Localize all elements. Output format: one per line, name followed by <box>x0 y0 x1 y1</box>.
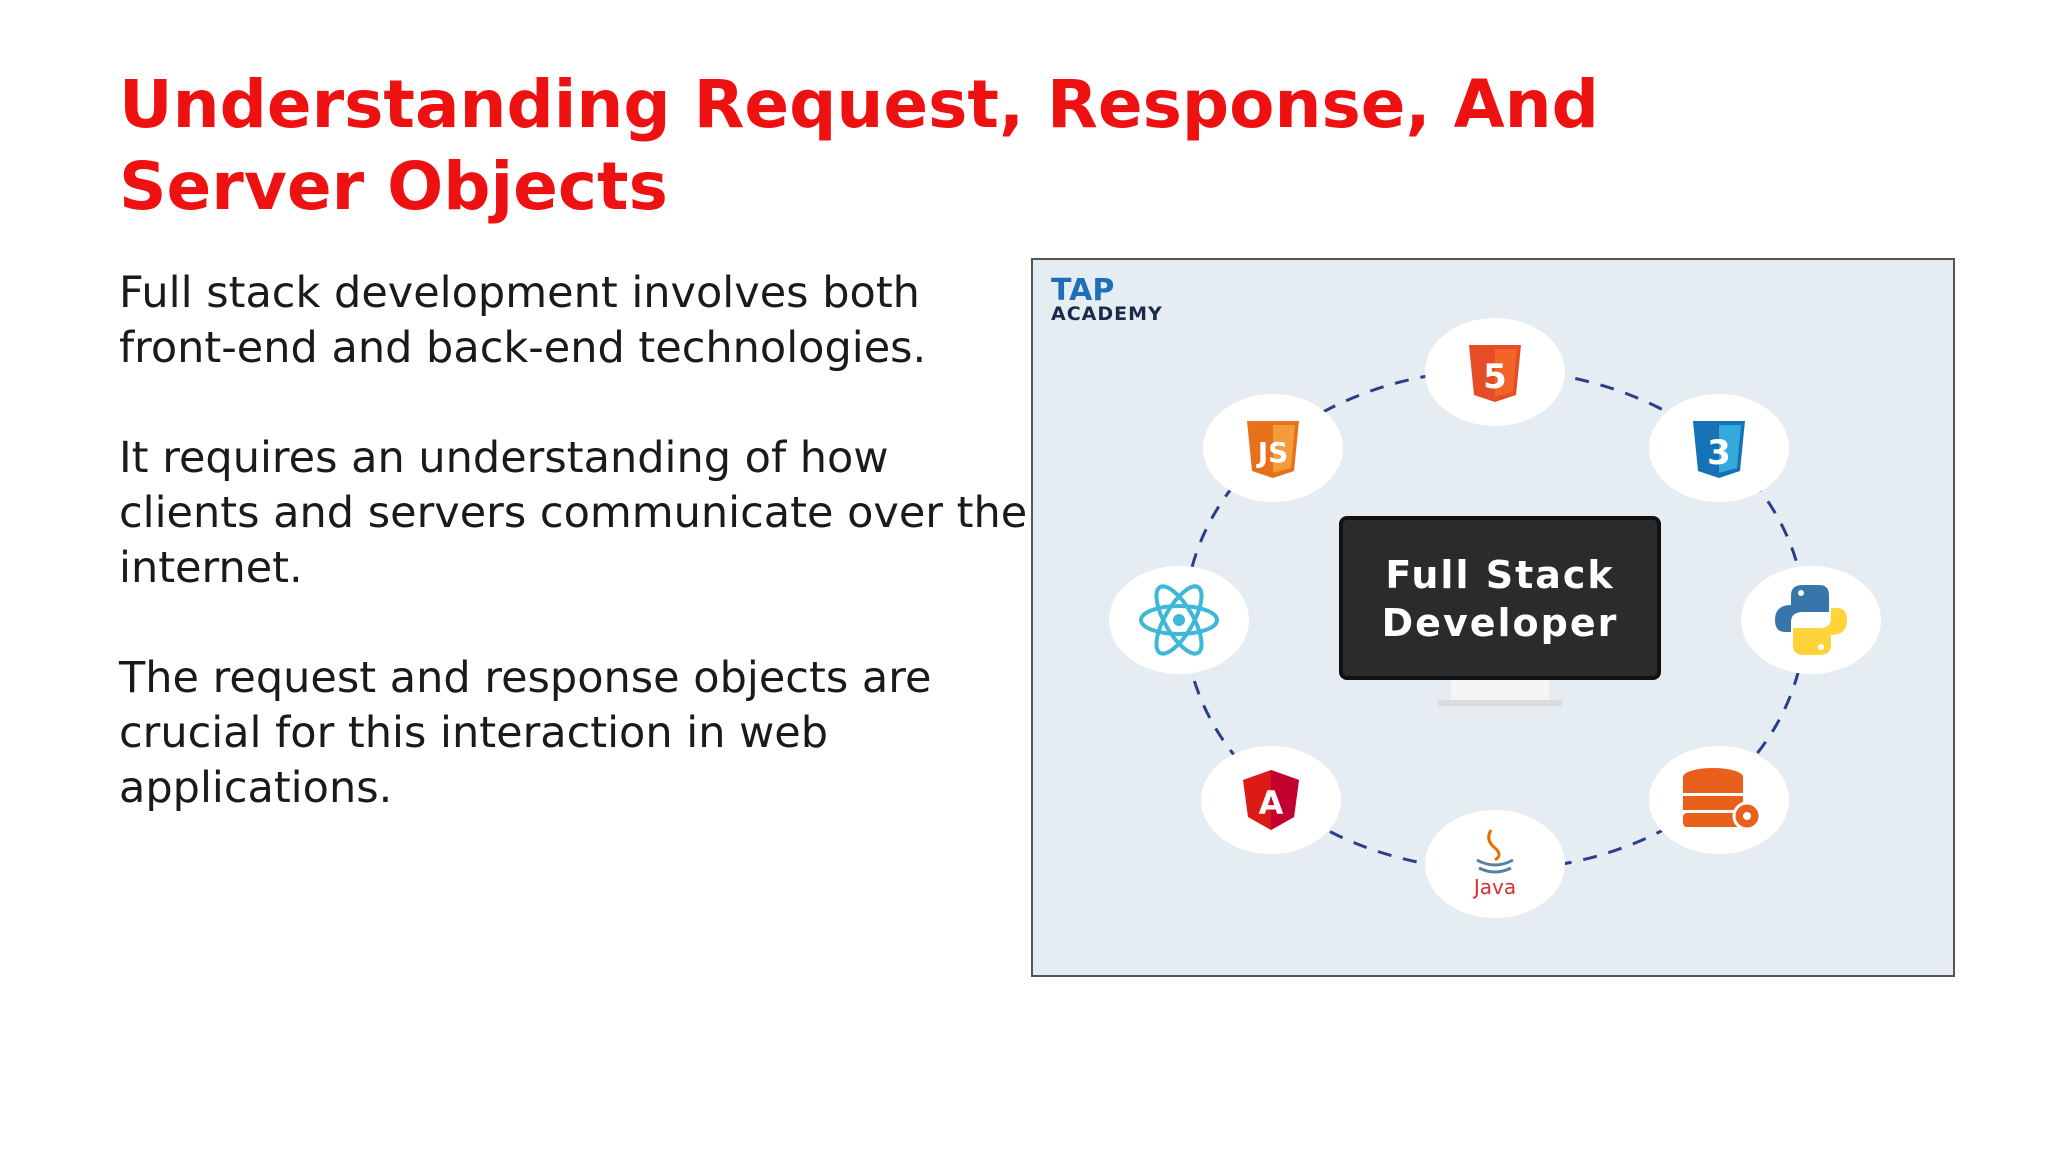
database-gear-icon <box>1649 746 1789 854</box>
paragraph-fullstack: Full stack development involves both fro… <box>119 268 927 373</box>
java-label: Java <box>1472 875 1516 899</box>
css3-icon: 3 <box>1649 394 1789 502</box>
full-stack-diagram: TAP ACADEMY Full Stack Developer 5 3 <box>1031 258 1955 977</box>
monitor-line2: Developer <box>1382 601 1619 645</box>
html5-icon: 5 <box>1425 318 1565 426</box>
react-icon <box>1109 566 1249 674</box>
js-badge: JS <box>1256 436 1289 469</box>
tap-academy-logo: TAP ACADEMY <box>1051 273 1163 325</box>
monitor-icon: Full Stack Developer <box>1339 516 1661 706</box>
angular-icon: A <box>1201 746 1341 854</box>
slide-body: Full stack development involves both fro… <box>119 266 1039 871</box>
python-icon <box>1741 566 1881 674</box>
javascript-icon: JS <box>1203 394 1343 502</box>
logo-tap: TAP <box>1051 273 1114 308</box>
angular-badge: A <box>1259 784 1284 822</box>
css3-badge: 3 <box>1707 433 1731 473</box>
monitor-line1: Full Stack <box>1385 553 1614 597</box>
java-icon: Java <box>1425 810 1565 918</box>
paragraph-communication: It requires an understanding of how clie… <box>119 433 1028 593</box>
paragraph-request-response: The request and response objects are cru… <box>119 653 932 813</box>
html5-badge: 5 <box>1483 357 1507 397</box>
logo-academy: ACADEMY <box>1051 303 1163 325</box>
slide-title: Understanding Request, Response, And Ser… <box>119 66 1599 225</box>
